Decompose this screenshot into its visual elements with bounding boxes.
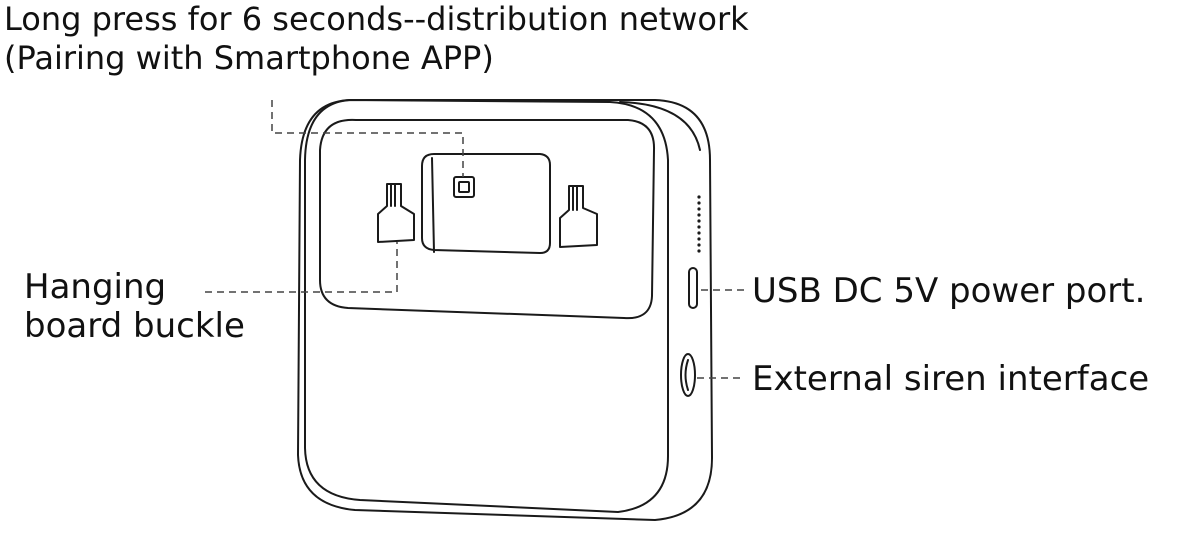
center-block-inner: [431, 157, 435, 253]
pairing-leader-line: [271, 100, 464, 177]
siren-jack-inner: [684, 359, 689, 391]
right-buckle-detail: [572, 185, 578, 211]
hanging-label-line2: board buckle: [24, 306, 245, 346]
usb-port-label: USB DC 5V power port.: [752, 271, 1146, 311]
device-body-back: [297, 99, 713, 521]
left-buckle: [377, 183, 415, 243]
hanging-leader-line: [205, 242, 398, 293]
device-body-front: [304, 99, 669, 513]
left-buckle-detail: [390, 183, 396, 207]
hanging-label-line1: Hanging: [24, 267, 167, 307]
center-block: [421, 153, 551, 254]
speaker-holes: [697, 195, 701, 253]
pairing-label-line2: (Pairing with Smartphone APP): [4, 39, 494, 77]
siren-label: External siren interface: [752, 359, 1150, 399]
pairing-label-line1: Long press for 6 seconds--distribution n…: [4, 0, 749, 38]
siren-jack: [680, 353, 696, 397]
pairing-button-inner: [458, 181, 470, 193]
pairing-button: [453, 176, 475, 198]
usb-port-slot: [688, 267, 698, 309]
hanging-plate: [319, 118, 656, 320]
device-side-edge: [619, 101, 701, 151]
right-buckle: [559, 185, 598, 248]
